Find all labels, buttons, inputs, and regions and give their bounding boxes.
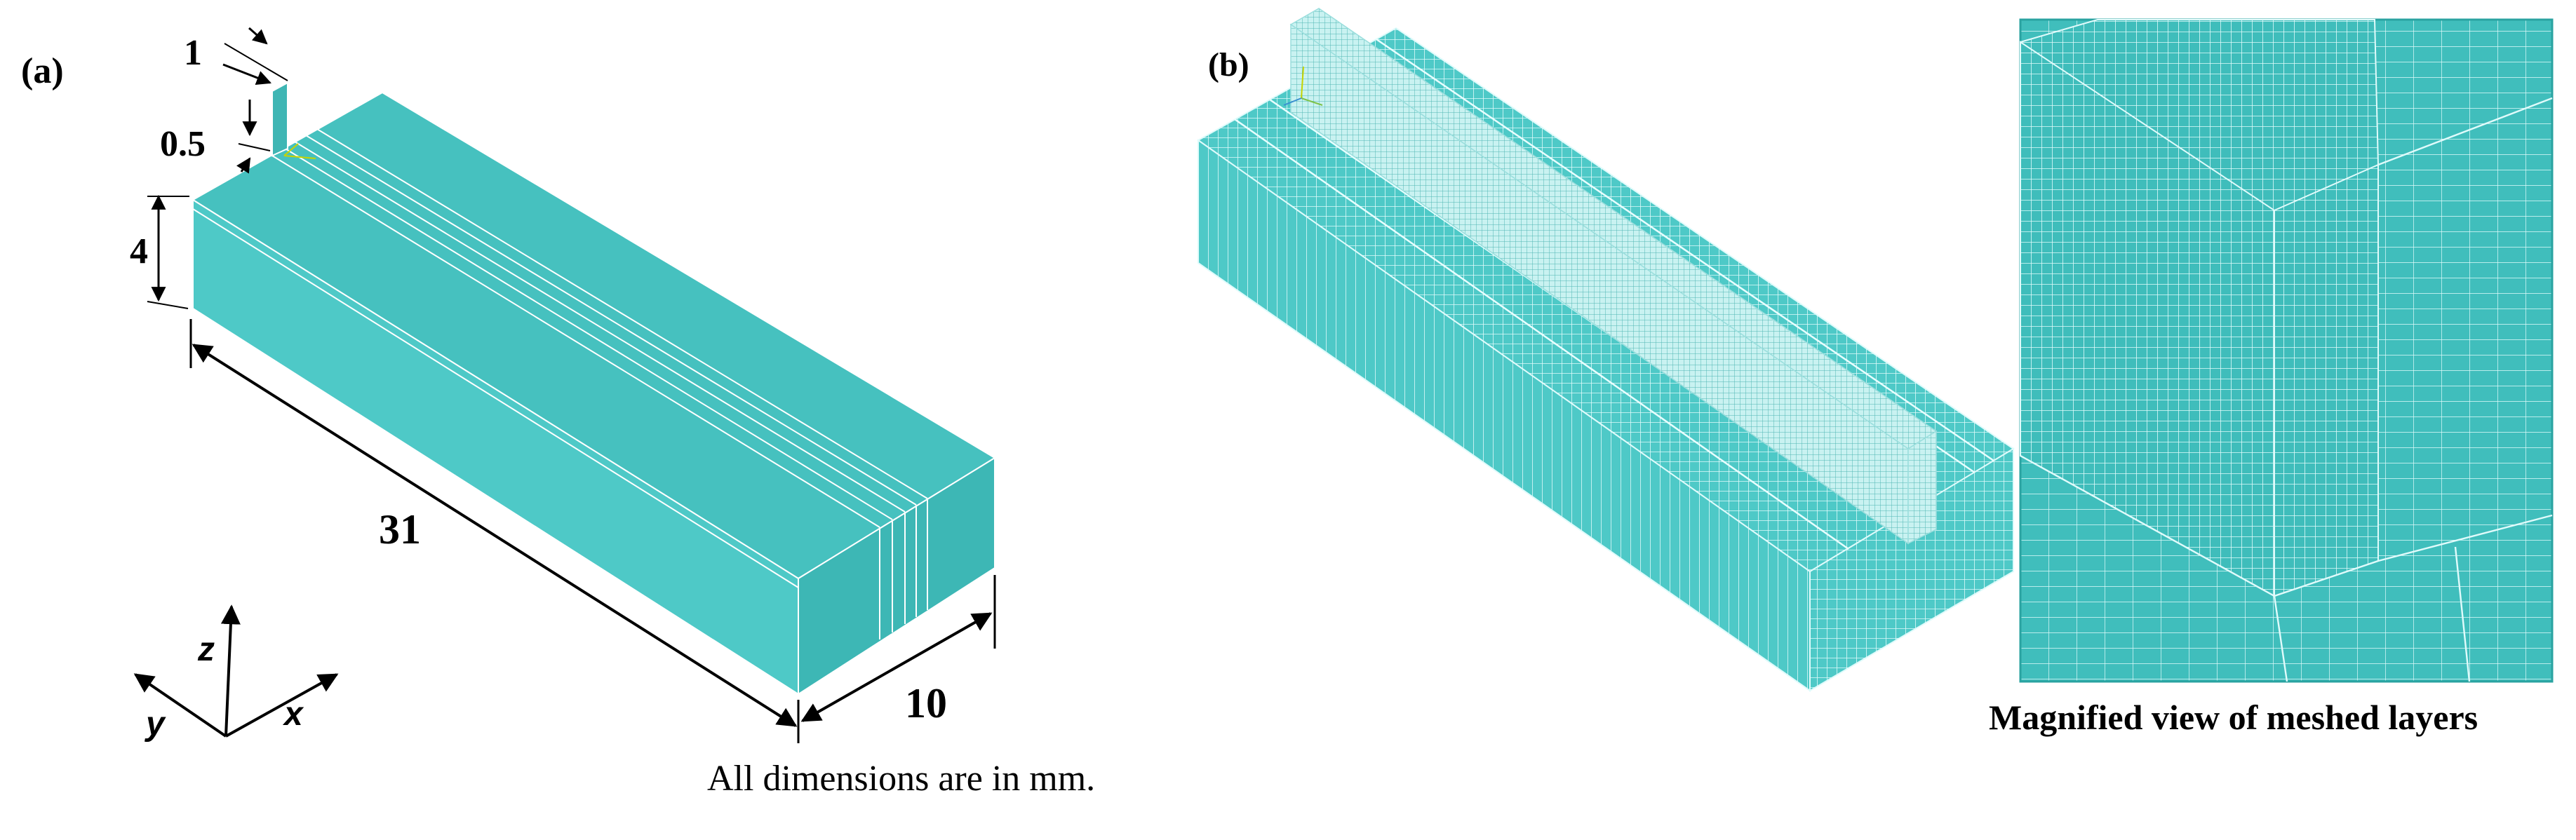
y-axis-label: y [145, 705, 166, 743]
dimension-31: 31 [189, 319, 800, 743]
z-axis-arrow [220, 604, 241, 737]
dim-10-label: 10 [905, 680, 947, 726]
z-axis-label: z [197, 631, 215, 668]
dim-05-label: 0.5 [160, 124, 206, 164]
dimension-10: 10 [800, 575, 996, 726]
dimension-1: 1 [184, 27, 288, 85]
panel-b-label: (b) [1208, 46, 1249, 83]
workpiece-block [192, 81, 996, 696]
x-axis-arrow [225, 673, 339, 738]
units-note: All dimensions are in mm. [707, 759, 1095, 799]
x-axis-label: x [282, 696, 304, 733]
dim-31-label: 31 [379, 506, 421, 553]
deposited-wall [271, 81, 288, 157]
mesh-side-face [1809, 447, 2014, 692]
dim-4-label: 4 [130, 231, 148, 271]
panel-a: (a) [21, 27, 1095, 799]
wall-origin-y [283, 143, 299, 156]
panel-a-label: (a) [21, 51, 64, 91]
dimension-4: 4 [130, 194, 189, 309]
meshed-block [1197, 8, 2015, 692]
mesh-wall-end [1907, 430, 1937, 545]
wall-origin-x [283, 155, 316, 159]
inset-boundary-lines [2020, 97, 2553, 682]
panel-b: (b) [1197, 8, 2554, 737]
inset-layer-front [2274, 163, 2379, 597]
magnified-inset [2019, 18, 2554, 683]
y-axis-arrow [133, 673, 227, 738]
coordinate-axes: z y x [133, 604, 339, 743]
dim-1-label: 1 [184, 33, 202, 73]
dimension-0-5: 0.5 [160, 100, 271, 174]
inset-caption: Magnified view of meshed layers [1989, 698, 2478, 737]
